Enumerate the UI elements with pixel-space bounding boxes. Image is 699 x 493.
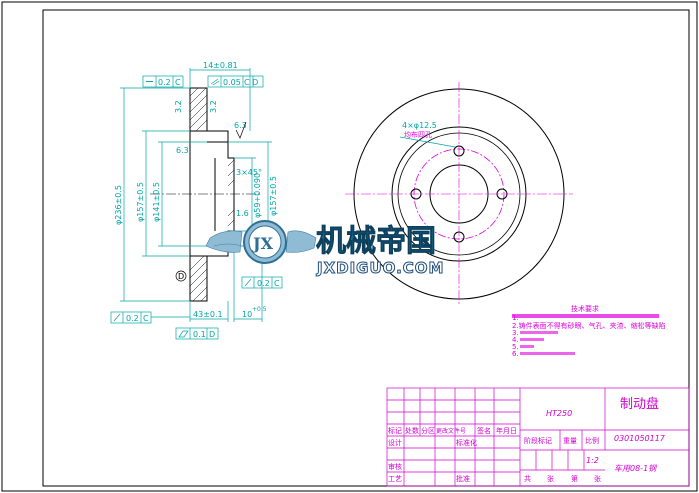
watermark: JX 机械帝国 JXDIGUO.COM: [205, 220, 444, 278]
wing-right-icon: [285, 230, 317, 253]
section-hatch: [189, 87, 235, 302]
tech-item-5: 5.: [512, 343, 519, 351]
tb-header-count: 处数: [405, 426, 419, 435]
hole-note: 均布四孔: [404, 130, 432, 139]
tech-item-3: 3.: [512, 329, 519, 337]
tb-ratio: 比例: [585, 436, 599, 445]
dim-dia-141: φ141±0.5: [152, 182, 161, 222]
tb-process: 工艺: [388, 475, 402, 483]
tb-weight: 重量: [563, 437, 577, 445]
front-view: [345, 82, 573, 306]
tb-total: 共: [524, 474, 531, 483]
fcf-flatness-bottom: [175, 327, 219, 340]
fcf-runout-left-datum: C: [143, 314, 149, 323]
rotor-profile: [189, 87, 235, 302]
title-block: [386, 387, 690, 487]
fcf-runout-right: [241, 276, 283, 289]
rough-symbol: [235, 121, 247, 139]
tech-requirements: 技术要求 1. 2.铸件表面不得有砂眼、气孔、夹渣、缩松等缺陷 3. 4. 5.…: [512, 304, 666, 358]
rough-right: 3.2: [209, 100, 218, 113]
fcf-flatness-top: [142, 75, 184, 88]
tb-std: 标准化: [456, 438, 477, 447]
fcf-flatness2-datum: D: [209, 330, 215, 339]
dim-dia-157-left: φ157±0.5: [136, 182, 145, 222]
tech-item-2: 2.铸件表面不得有砂眼、气孔、夹渣、缩松等缺陷: [512, 321, 666, 330]
rough-inner: 6.3: [176, 146, 189, 155]
tb-sheet2: 张: [594, 474, 601, 483]
tech-title: 技术要求: [571, 304, 599, 313]
fcf-flatness2-value: 0.1: [193, 330, 206, 339]
fcf-flatness-value: 0.2: [158, 78, 171, 87]
section-view: [150, 87, 260, 302]
datum-d-circle: [175, 270, 187, 282]
wing-left-icon: [205, 230, 243, 253]
dim-hub-tol: +0.5: [252, 306, 267, 313]
dim-dia-bore: φ59+0.090: [253, 173, 262, 218]
tb-page: 第: [571, 474, 578, 483]
rough-small: 1.6: [236, 209, 249, 218]
tb-approve: 批准: [456, 474, 470, 483]
dim-dia-outer: φ236±0.5: [114, 185, 123, 225]
fcf-runout-left-value: 0.2: [126, 314, 139, 323]
fcf-runout-right-datum: C: [274, 279, 280, 288]
logo-letters: JX: [251, 234, 274, 253]
tech-item-4: 4.: [512, 336, 519, 344]
fcf-parallel-datums: C D: [244, 78, 258, 87]
hole-callout: 4×φ12.5: [402, 121, 437, 130]
watermark-brand: 机械帝国: [316, 224, 436, 259]
tb-drawing-no: 0301050117: [614, 434, 666, 443]
tb-part-name: 制动盘: [620, 396, 659, 412]
fcf-parallel-value: 0.05: [223, 78, 241, 87]
dim-dia-157-right: φ157±0.5: [269, 176, 278, 216]
tb-scale: 1:2: [586, 456, 599, 465]
fcf-flatness-datum: C: [175, 78, 181, 87]
rough-main: 6.3: [234, 121, 247, 130]
fcf-parallel-top: [207, 75, 264, 88]
tb-header-mark: 标记: [388, 426, 402, 435]
rough-left: 3.2: [174, 100, 183, 113]
fcf-runout-left: [110, 311, 190, 324]
tb-header-docno: 更改文件号: [436, 427, 466, 435]
tb-review: 审核: [388, 462, 402, 471]
tech-item-6: 6.: [512, 350, 519, 358]
tb-header-date: 年月日: [496, 426, 517, 435]
tb-sheet: 张: [547, 474, 554, 483]
dim-hub-thick2: 10: [242, 310, 252, 319]
tb-stage: 阶段标记: [524, 436, 552, 445]
datum-d-label: D: [178, 272, 184, 281]
fcf-runout-right-value: 0.2: [257, 279, 270, 288]
tb-header-zone: 分区: [421, 426, 435, 435]
tb-header-sign: 签名: [477, 426, 491, 435]
tech-item-1: 1.: [512, 314, 519, 322]
dim-chamfer: 3×45°: [236, 168, 262, 177]
tb-design: 设计: [388, 438, 402, 447]
watermark-url: JXDIGUO.COM: [316, 259, 444, 277]
inner-frame: [42, 9, 690, 487]
tb-vehicle: 车用08-1钢: [614, 464, 657, 473]
tb-material: HT250: [546, 409, 572, 418]
dim-width-top: 14±0.81: [203, 61, 238, 70]
dim-hub-thick: 43±0.1: [193, 310, 223, 319]
